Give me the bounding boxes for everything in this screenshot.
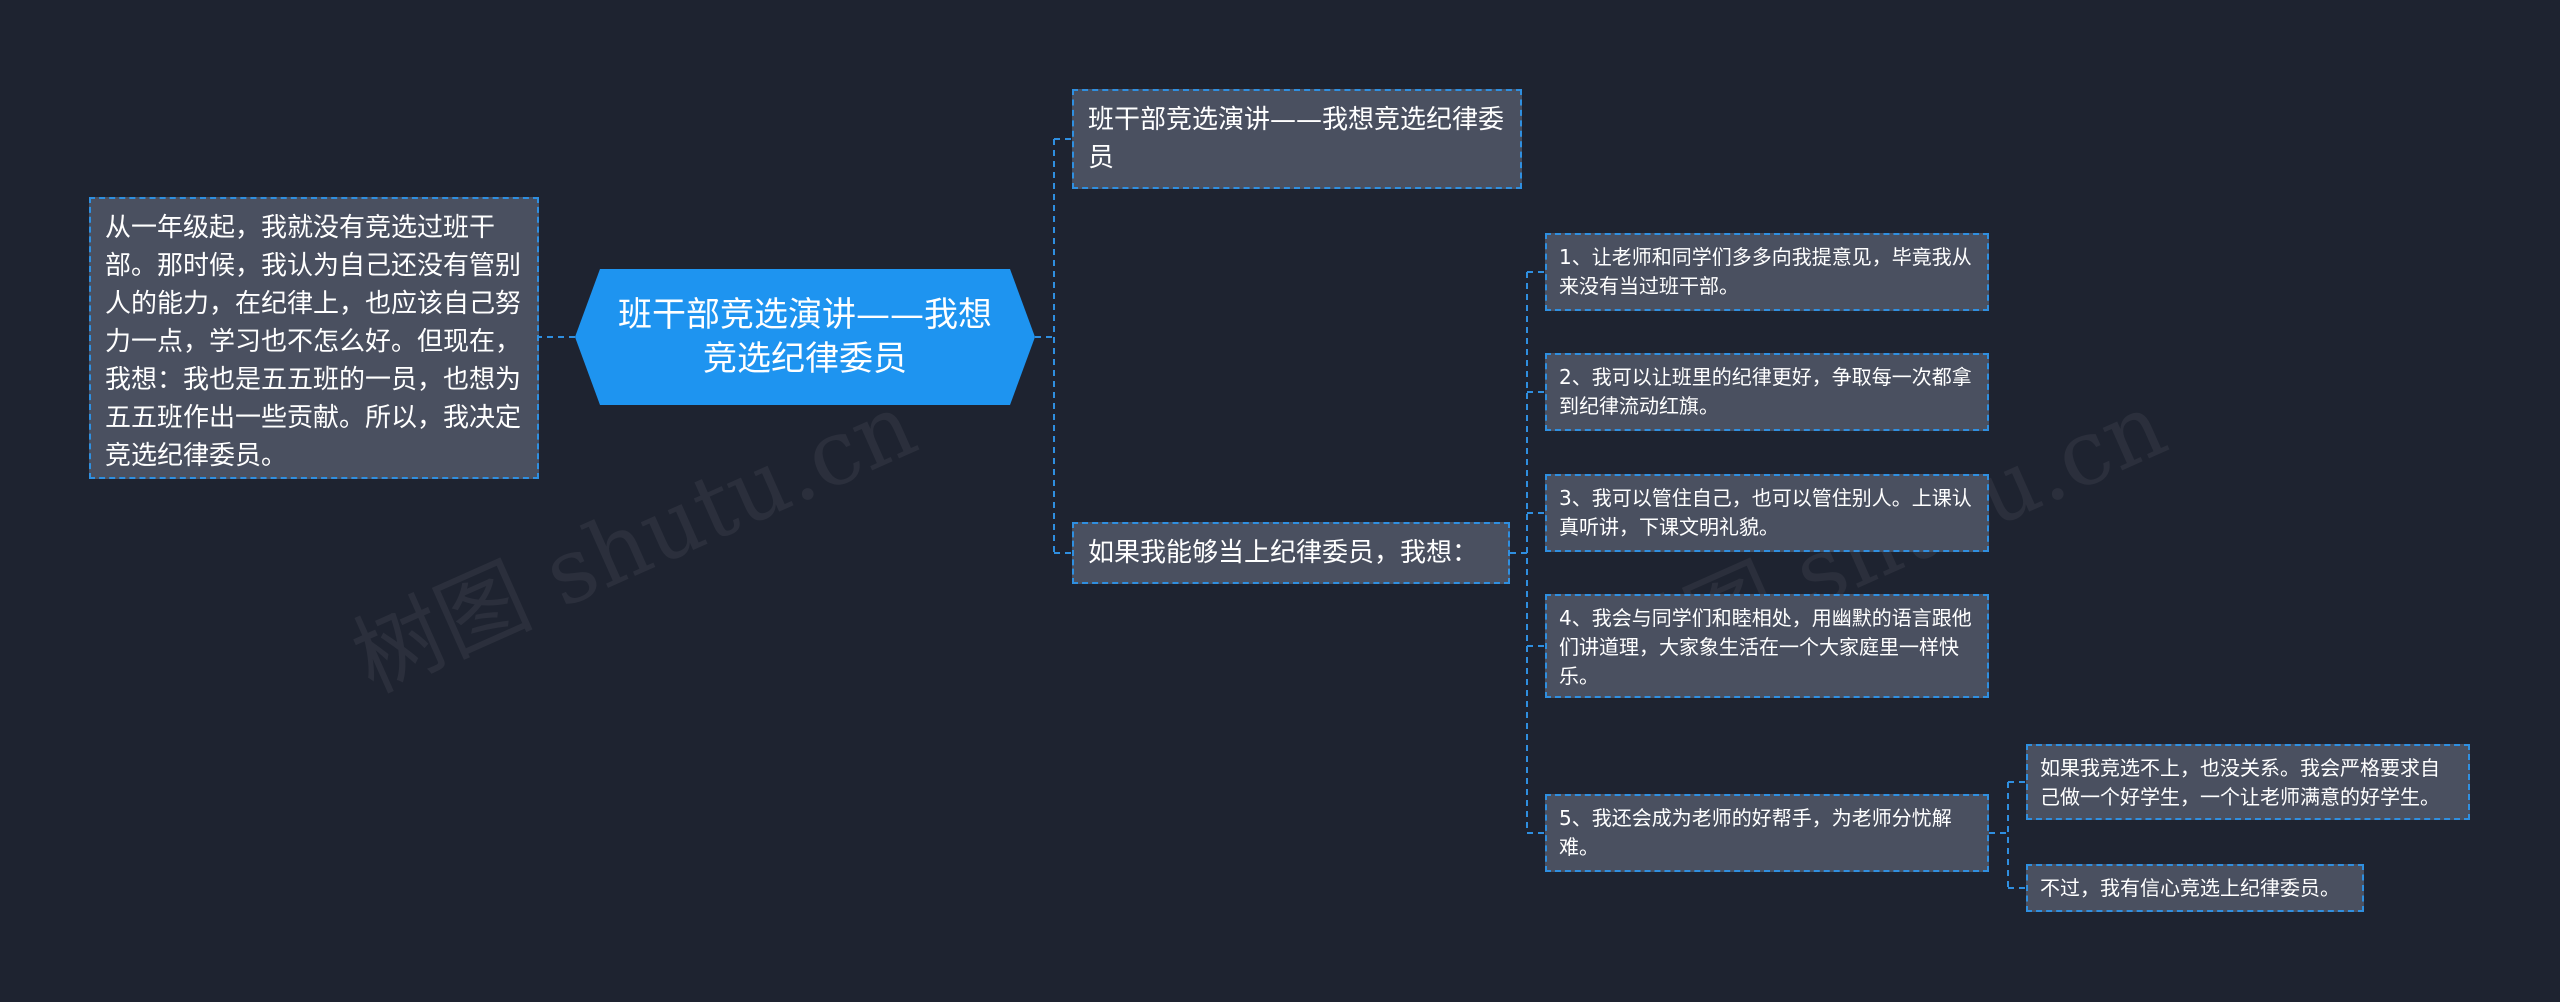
item-node-2[interactable]: 2、我可以让班里的纪律更好，争取每一次都拿到纪律流动红旗。 — [1545, 353, 1989, 431]
sub-item-node-1[interactable]: 如果我竞选不上，也没关系。我会严格要求自己做一个好学生，一个让老师满意的好学生。 — [2026, 744, 2470, 820]
item-node-1[interactable]: 1、让老师和同学们多多向我提意见，毕竟我从来没有当过班干部。 — [1545, 233, 1989, 311]
branch-title-node[interactable]: 班干部竞选演讲——我想竞选纪律委员 — [1072, 89, 1522, 189]
left-node[interactable]: 从一年级起，我就没有竞选过班干部。那时候，我认为自己还没有管别人的能力，在纪律上… — [89, 197, 539, 479]
item-node-4[interactable]: 4、我会与同学们和睦相处，用幽默的语言跟他们讲道理，大家象生活在一个大家庭里一样… — [1545, 594, 1989, 698]
item-node-3[interactable]: 3、我可以管住自己，也可以管住别人。上课认真听讲，下课文明礼貌。 — [1545, 474, 1989, 552]
sub-item-node-2[interactable]: 不过，我有信心竞选上纪律委员。 — [2026, 864, 2364, 912]
root-node[interactable]: 班干部竞选演讲——我想竞选纪律委员 — [575, 269, 1035, 405]
branch-if-node[interactable]: 如果我能够当上纪律委员，我想： — [1072, 522, 1510, 584]
item-node-5[interactable]: 5、我还会成为老师的好帮手，为老师分忧解难。 — [1545, 794, 1989, 872]
